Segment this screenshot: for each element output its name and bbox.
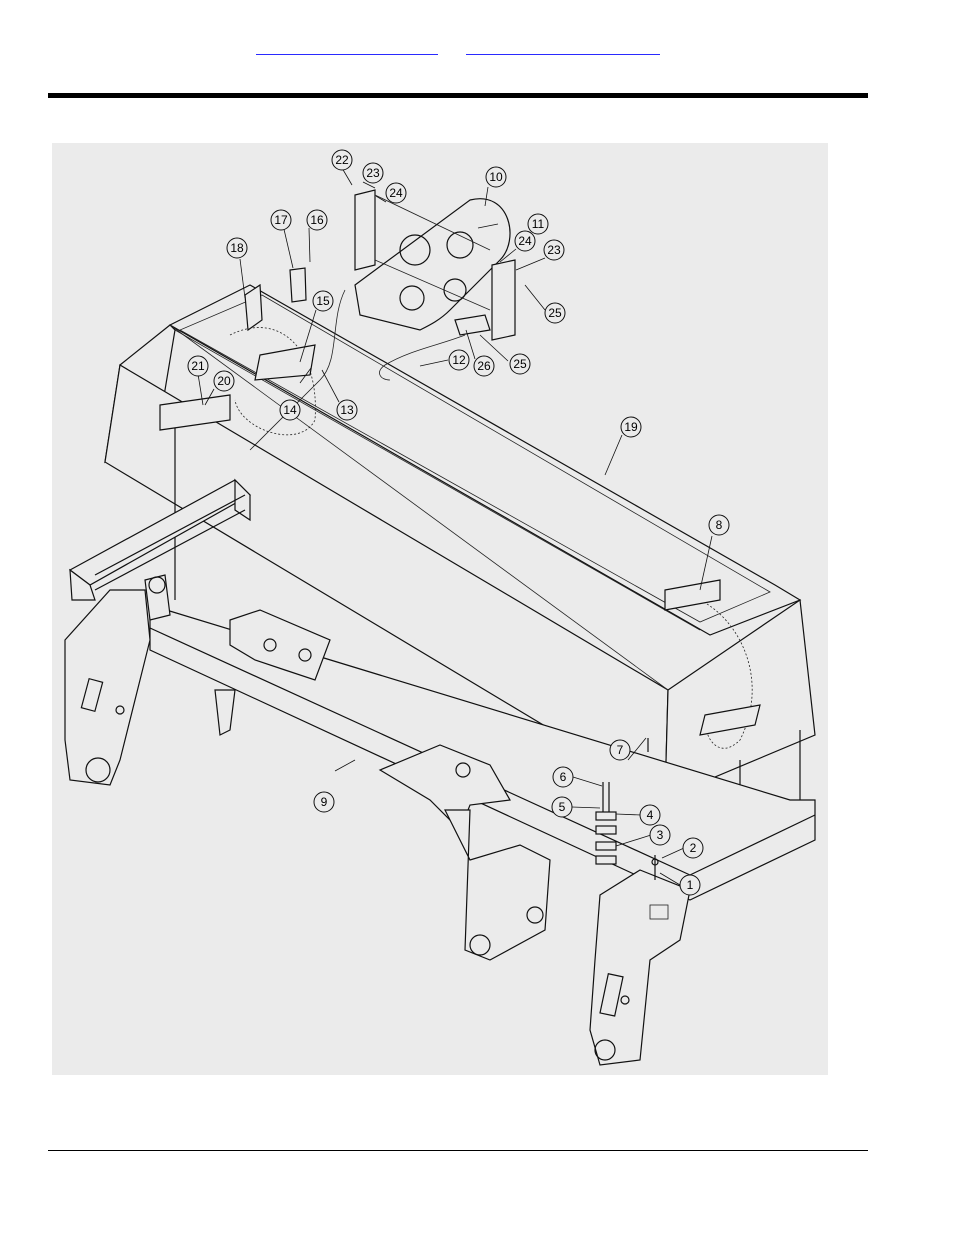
- svg-text:11: 11: [532, 217, 545, 231]
- svg-text:9: 9: [321, 795, 328, 809]
- callout-9: 9: [313, 791, 335, 813]
- callout-26: 26: [473, 355, 495, 377]
- callout-24b: 24: [514, 230, 536, 252]
- svg-text:13: 13: [340, 403, 354, 417]
- callout-22: 22: [331, 149, 353, 171]
- left-hitch-arm: [64, 574, 171, 786]
- callout-20: 20: [213, 370, 235, 392]
- callout-17: 17: [270, 209, 292, 231]
- svg-text:5: 5: [559, 800, 566, 814]
- svg-text:25: 25: [513, 357, 527, 371]
- callout-7: 7: [609, 739, 631, 761]
- leader-lines: [197, 167, 713, 886]
- right-hitch-arm: [589, 869, 691, 1066]
- callout-1: 1: [679, 874, 701, 896]
- svg-text:7: 7: [617, 743, 624, 757]
- svg-text:20: 20: [217, 374, 231, 388]
- callout-16: 16: [306, 209, 328, 231]
- svg-text:6: 6: [560, 770, 567, 784]
- callout-24: 24: [385, 182, 407, 204]
- callout-6: 6: [552, 766, 574, 788]
- callout-15: 15: [312, 290, 334, 312]
- svg-text:15: 15: [316, 294, 330, 308]
- main-frame: [68, 478, 816, 901]
- callout-8: 8: [708, 514, 730, 536]
- svg-text:21: 21: [191, 359, 205, 373]
- svg-text:23: 23: [366, 166, 380, 180]
- callout-2: 2: [682, 837, 704, 859]
- svg-text:22: 22: [335, 153, 349, 167]
- cover-plate: [249, 189, 516, 451]
- callout-23b: 23: [543, 239, 565, 261]
- center-hitch: [214, 609, 331, 736]
- callout-11: 11: [527, 213, 549, 235]
- svg-text:2: 2: [690, 841, 697, 855]
- callout-12: 12: [448, 349, 470, 371]
- svg-text:16: 16: [310, 213, 324, 227]
- callout-13: 13: [336, 399, 358, 421]
- header-rule: [48, 93, 868, 98]
- callout-23: 23: [362, 162, 384, 184]
- svg-text:10: 10: [489, 170, 503, 184]
- svg-text:4: 4: [647, 808, 654, 822]
- svg-text:19: 19: [624, 420, 638, 434]
- callout-4: 4: [639, 804, 661, 826]
- svg-text:14: 14: [283, 403, 297, 417]
- callout-18: 18: [226, 237, 248, 259]
- hopper-box: [104, 284, 816, 860]
- callout-25: 25: [544, 302, 566, 324]
- svg-text:12: 12: [452, 353, 466, 367]
- callout-21: 21: [187, 355, 209, 377]
- svg-text:25: 25: [548, 306, 562, 320]
- callout-5: 5: [551, 796, 573, 818]
- hopper-brackets: [159, 267, 761, 736]
- svg-text:24: 24: [389, 186, 403, 200]
- callout-25b: 25: [509, 353, 531, 375]
- footer-rule: [48, 1150, 868, 1151]
- callout-3: 3: [649, 824, 671, 846]
- svg-text:24: 24: [518, 234, 532, 248]
- svg-text:3: 3: [657, 828, 664, 842]
- header-link-1[interactable]: [256, 40, 438, 55]
- hardware-stack: [595, 738, 659, 880]
- svg-text:26: 26: [477, 359, 491, 373]
- svg-text:23: 23: [547, 243, 561, 257]
- svg-text:8: 8: [716, 518, 723, 532]
- svg-text:17: 17: [274, 213, 288, 227]
- callout-19: 19: [620, 416, 642, 438]
- header-link-2[interactable]: [466, 40, 660, 55]
- center-tongue: [378, 744, 551, 961]
- callout-10: 10: [485, 166, 507, 188]
- svg-text:18: 18: [230, 241, 244, 255]
- svg-text:1: 1: [687, 878, 694, 892]
- callout-14: 14: [279, 399, 301, 421]
